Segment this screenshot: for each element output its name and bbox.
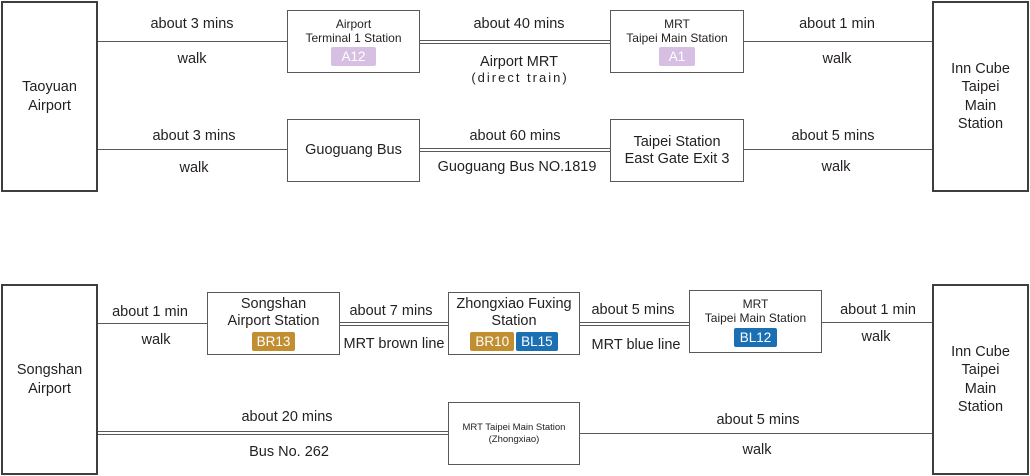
- travel-mode: walk: [821, 159, 851, 175]
- walk-connector: [744, 41, 932, 42]
- station-box: MRT Taipei Main Station A1: [610, 10, 744, 73]
- station-code-group: BR10 BL15: [469, 332, 558, 351]
- travel-mode: walk: [179, 160, 209, 176]
- mrt-connector: [420, 40, 610, 44]
- origin-box: Songshan Airport: [1, 284, 98, 475]
- station-name: MRT: [664, 17, 690, 31]
- station-name: Guoguang Bus: [305, 142, 402, 158]
- walk-connector: [97, 323, 207, 324]
- mrt-connector: [580, 322, 689, 326]
- travel-mode: walk: [177, 51, 207, 67]
- station-box: Zhongxiao Fuxing Station BR10 BL15: [448, 292, 580, 355]
- origin-label: Songshan Airport: [16, 362, 83, 397]
- station-code-badge: A1: [658, 47, 696, 66]
- travel-time: about 3 mins: [150, 16, 234, 32]
- walk-connector: [97, 149, 287, 150]
- travel-time: about 1 min: [112, 304, 188, 320]
- station-box: Taipei Station East Gate Exit 3: [610, 119, 744, 182]
- travel-mode: MRT blue line: [591, 337, 681, 353]
- travel-time: about 60 mins: [469, 128, 561, 144]
- origin-label: Taoyuan Airport: [22, 79, 77, 114]
- station-name: Terminal 1 Station: [305, 31, 402, 45]
- travel-mode: walk: [861, 329, 891, 345]
- walk-connector: [822, 322, 932, 323]
- bus-connector: [420, 148, 610, 152]
- destination-box: Inn Cube Taipei Main Station: [932, 284, 1029, 475]
- travel-time: about 40 mins: [473, 16, 565, 32]
- travel-time: about 3 mins: [152, 128, 236, 144]
- travel-mode: Airport MRT: [480, 54, 558, 70]
- destination-label: Inn Cube Taipei Main Station: [951, 60, 1010, 133]
- travel-mode: Bus No. 262: [249, 444, 329, 460]
- station-name: Taipei Station: [633, 133, 721, 150]
- station-box: Airport Terminal 1 Station A12: [287, 10, 420, 73]
- station-box: Guoguang Bus: [287, 119, 420, 182]
- travel-time: about 5 mins: [716, 412, 800, 428]
- travel-time: about 5 mins: [591, 302, 675, 318]
- travel-mode: MRT brown line: [343, 336, 445, 352]
- travel-mode: Guoguang Bus NO.1819: [437, 159, 597, 175]
- station-name: Zhongxiao Fuxing: [456, 296, 572, 312]
- bus-connector: [97, 431, 448, 435]
- station-name: Taipei Main Station: [704, 310, 807, 325]
- travel-note: (direct train): [471, 70, 569, 85]
- station-box: Songshan Airport Station BR13: [207, 292, 340, 355]
- station-name: Songshan: [240, 296, 307, 312]
- walk-connector: [744, 149, 932, 150]
- station-name: East Gate Exit 3: [624, 150, 730, 167]
- station-code-badge: BL12: [733, 327, 778, 347]
- station-name: Airport Station: [227, 313, 320, 329]
- travel-time: about 1 min: [799, 16, 875, 32]
- travel-mode: walk: [141, 332, 171, 348]
- station-code-badge: A12: [331, 47, 376, 66]
- travel-mode: walk: [742, 442, 772, 458]
- travel-time: about 20 mins: [241, 409, 333, 425]
- travel-mode: walk: [822, 51, 852, 67]
- station-name: Station: [491, 313, 537, 329]
- station-code-badge: BR13: [251, 332, 296, 351]
- destination-box: Inn Cube Taipei Main Station: [932, 1, 1029, 192]
- origin-box: Taoyuan Airport: [1, 1, 98, 192]
- walk-connector: [97, 41, 287, 42]
- destination-label: Inn Cube Taipei Main Station: [951, 343, 1010, 416]
- station-code-badge: BL15: [516, 332, 558, 351]
- station-name: Taipei Main Station: [626, 31, 728, 45]
- travel-time: about 1 min: [840, 302, 916, 318]
- station-name: Airport: [335, 17, 372, 31]
- station-box: MRT Taipei Main Station (Zhongxiao): [448, 402, 580, 465]
- station-name: MRT: [742, 296, 769, 311]
- walk-connector: [580, 433, 932, 434]
- station-name: MRT Taipei Main Station: [462, 421, 566, 433]
- station-name: (Zhongxiao): [488, 433, 540, 445]
- travel-time: about 5 mins: [791, 128, 875, 144]
- travel-time: about 7 mins: [349, 303, 433, 319]
- mrt-connector: [340, 322, 448, 326]
- station-code-badge: BR10: [470, 332, 515, 351]
- station-box: MRT Taipei Main Station BL12: [689, 290, 822, 353]
